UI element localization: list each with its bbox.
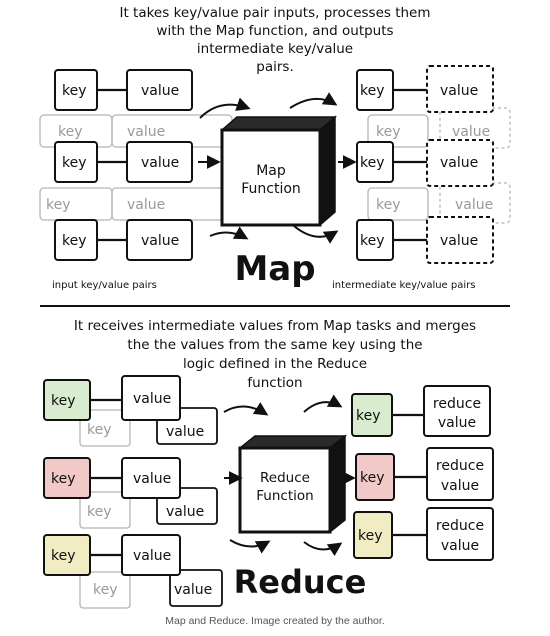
reduce-intro-line-1: It receives intermediate values from Map… <box>74 318 476 334</box>
reduce-value-box <box>121 375 181 421</box>
input-pairs-label: input key/value pairs <box>52 280 157 291</box>
reduce-key-label: key <box>51 393 76 409</box>
ghost-key-box <box>367 187 429 221</box>
reduce-value-line-1: reduce <box>436 518 484 534</box>
ghost-value-label: value <box>127 124 165 140</box>
reduce-value-label: value <box>174 582 212 598</box>
ghost-key-box <box>367 114 429 148</box>
output-key-label: key <box>360 233 385 249</box>
map-input-rows <box>54 69 193 261</box>
input-key-label: key <box>62 83 87 99</box>
map-function-line-1: Map <box>256 163 286 179</box>
reduce-value-line-1: reduce <box>436 458 484 474</box>
ghost-key-label: key <box>93 582 118 598</box>
output-key-label: key <box>356 408 381 424</box>
reduce-out-arrow <box>303 394 343 413</box>
map-out-arrow <box>289 92 338 109</box>
map-intro-line-3: intermediate key/value <box>197 41 353 57</box>
map-intro-line-1: It takes key/value pair inputs, processe… <box>119 5 430 21</box>
reduce-value-line-2: value <box>441 538 479 554</box>
input-value-label: value <box>141 83 179 99</box>
output-value-box <box>426 216 494 264</box>
map-out-arrow <box>293 225 339 244</box>
input-key-label: key <box>62 233 87 249</box>
output-key-label: key <box>358 528 383 544</box>
output-key-label: key <box>360 470 385 486</box>
reduce-in-arrow <box>223 402 269 416</box>
reduce-intro-line-3: logic defined in the Reduce <box>183 356 367 372</box>
reduce-value-label: value <box>133 471 171 487</box>
output-value-label: value <box>440 155 478 171</box>
reduce-value-output-box <box>426 447 494 501</box>
ghost-key-label: key <box>46 197 71 213</box>
reduce-value-label: value <box>166 424 204 440</box>
reduce-value-label: value <box>166 504 204 520</box>
reduce-intro-line-2: the the values from the same key using t… <box>127 337 422 353</box>
reduce-title: Reduce <box>234 563 367 601</box>
output-pairs-label: intermediate key/value pairs <box>332 280 475 291</box>
figure-caption: Map and Reduce. Image created by the aut… <box>165 615 384 627</box>
output-value-label: value <box>440 233 478 249</box>
output-value-box <box>426 65 494 113</box>
map-in-arrow <box>209 226 249 240</box>
map-intro-line-2: with the Map function, and outputs <box>156 23 393 39</box>
input-value-label: value <box>141 233 179 249</box>
ghost-key-box <box>79 491 131 529</box>
map-function-cube: Map Function <box>219 115 338 227</box>
ghost-key-label: key <box>58 124 83 140</box>
reduce-value-output-box <box>426 507 494 561</box>
reduce-function-line-2: Function <box>256 488 313 504</box>
output-value-label: value <box>440 83 478 99</box>
map-intro-line-4: pairs. <box>256 59 293 75</box>
reduce-value-label: value <box>133 391 171 407</box>
ghost-key-label: key <box>376 124 401 140</box>
ghost-value-label: value <box>127 197 165 213</box>
reduce-value-output-box <box>423 385 491 437</box>
output-value-box <box>426 139 494 187</box>
reduce-key-label: key <box>51 471 76 487</box>
ghost-key-box <box>79 571 131 609</box>
reduce-function-cube: Reduce Function <box>237 434 348 534</box>
map-intro: It takes key/value pair inputs, processe… <box>119 5 430 75</box>
input-value-label: value <box>141 155 179 171</box>
reduce-value-label: value <box>133 548 171 564</box>
input-key-label: key <box>62 155 87 171</box>
reduce-value-line-2: value <box>441 478 479 494</box>
reduce-key-label: key <box>51 548 76 564</box>
ghost-key-label: key <box>87 504 112 520</box>
reduce-intro-line-4: function <box>247 375 302 391</box>
reduce-value-box <box>169 569 223 607</box>
reduce-in-arrow <box>229 539 271 554</box>
output-key-label: key <box>360 155 385 171</box>
map-in-arrow <box>199 97 251 119</box>
ghost-value-label: value <box>455 197 493 213</box>
reduce-value-line-2: value <box>438 415 476 431</box>
reduce-out-arrow <box>303 541 343 557</box>
map-title: Map <box>234 249 315 289</box>
reduce-value-line-1: reduce <box>433 396 481 412</box>
reduce-intro: It receives intermediate values from Map… <box>74 318 476 391</box>
output-key-label: key <box>360 83 385 99</box>
reduce-function-line-1: Reduce <box>260 470 310 486</box>
ghost-key-label: key <box>87 422 112 438</box>
ghost-key-label: key <box>376 197 401 213</box>
ghost-value-label: value <box>452 124 490 140</box>
map-function-line-2: Function <box>241 181 301 197</box>
ghost-key-box <box>79 409 131 447</box>
